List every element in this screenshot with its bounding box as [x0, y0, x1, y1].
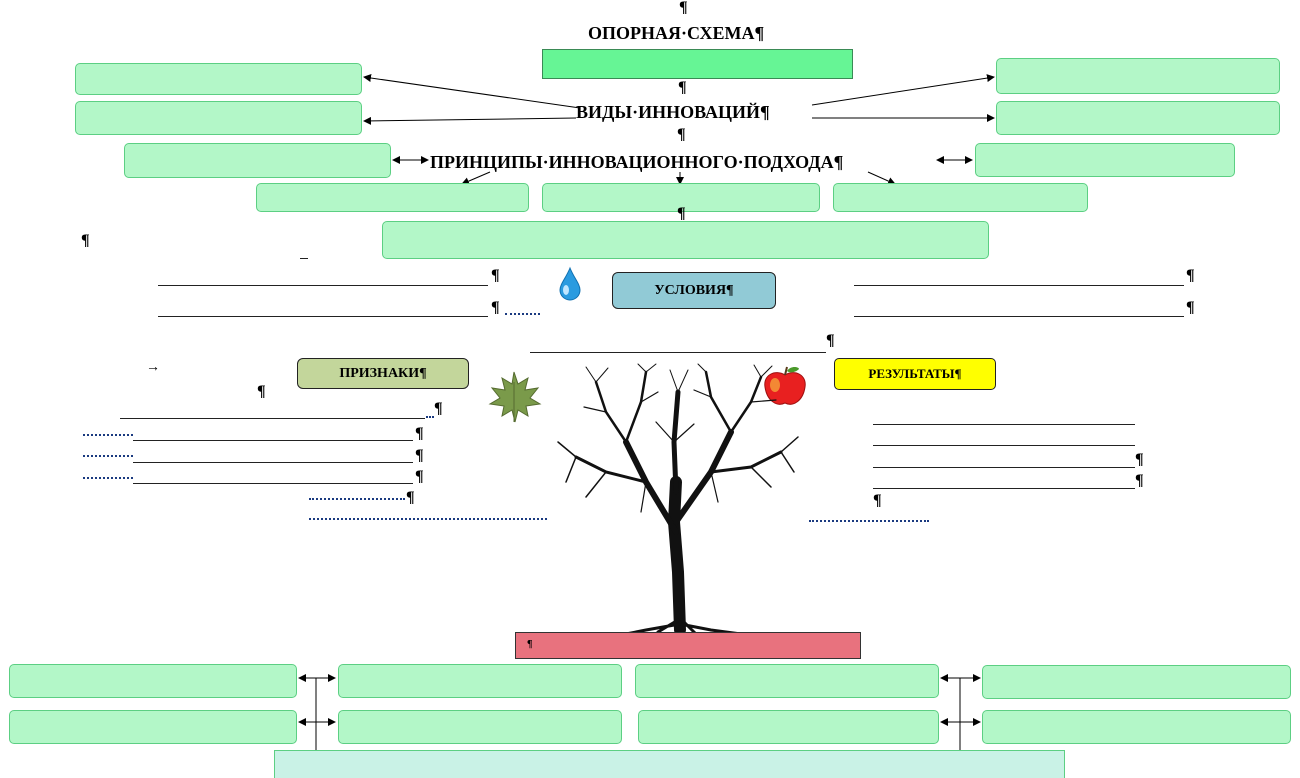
conditions-line-left-1 [158, 285, 488, 286]
bottom-box-right-1[interactable] [635, 664, 939, 698]
apple-icon [764, 366, 806, 405]
conditions-line-right-1 [854, 285, 1184, 286]
principle-box-left[interactable] [124, 143, 391, 178]
dotted-leader [426, 416, 434, 418]
pilcrow: ¶ [81, 232, 90, 249]
pilcrow: ¶ [826, 332, 835, 349]
scheme-title: ОПОРНАЯ·СХЕМА¶ [588, 23, 765, 43]
pilcrow: ¶ [406, 489, 415, 506]
bottom-box-left-1[interactable] [9, 664, 297, 698]
results-line-2 [873, 445, 1135, 446]
innovation-type-box-right-2[interactable] [996, 101, 1280, 135]
pilcrow: ¶ [491, 299, 500, 316]
pilcrow: ¶ [491, 267, 500, 284]
dotted-leader [309, 518, 547, 520]
principles-heading: ПРИНЦИПЫ·ИННОВАЦИОННОГО·ПОДХОДА¶ [430, 152, 844, 172]
tree-icon [557, 363, 799, 634]
dotted-leader [83, 455, 133, 457]
principle-box-wide[interactable] [382, 221, 989, 259]
bottom-wide-box[interactable] [274, 750, 1065, 778]
pilcrow: ¶ [415, 425, 424, 442]
dotted-leader [809, 520, 929, 522]
conditions-line-left-2 [158, 316, 488, 317]
maple-leaf-icon [488, 371, 542, 423]
bottom-box-right-3[interactable] [638, 710, 939, 744]
conditions-button[interactable]: УСЛОВИЯ¶ [612, 272, 776, 309]
results-button[interactable]: РЕЗУЛЬТАТЫ¶ [834, 358, 996, 390]
signs-line-1 [120, 418, 425, 419]
center-line [530, 352, 826, 353]
innovation-type-box-left-2[interactable] [75, 101, 362, 135]
pilcrow: ¶ [527, 639, 533, 650]
root-box[interactable] [515, 632, 861, 659]
tab-arrow-icon: → [146, 360, 160, 375]
principle-box-right[interactable] [975, 143, 1235, 177]
bottom-box-right-2[interactable] [982, 665, 1291, 699]
arrow-to-right-top [811, 74, 995, 106]
dotted-leader [505, 313, 540, 315]
bottom-box-left-3[interactable] [9, 710, 297, 744]
signs-line-2 [133, 440, 413, 441]
results-line-1 [873, 424, 1135, 425]
arrow-principles-down-left [461, 171, 491, 185]
types-heading: ВИДЫ·ИННОВАЦИЙ¶ [576, 102, 770, 122]
conditions-line-right-2 [854, 316, 1184, 317]
dotted-leader [83, 434, 133, 436]
pilcrow: ¶ [1135, 472, 1144, 489]
arrow-to-left-2 [363, 116, 577, 125]
pilcrow: ¶ [415, 447, 424, 464]
bottom-box-left-4[interactable] [338, 710, 622, 744]
pilcrow: ¶ [679, 0, 688, 16]
principle-box-bottom-2[interactable] [542, 183, 820, 212]
water-drop-icon [559, 266, 581, 301]
principle-box-bottom-3[interactable] [833, 183, 1088, 212]
innovation-type-box-right-1[interactable] [996, 58, 1280, 94]
signs-line-3 [133, 462, 413, 463]
pilcrow: ¶ [1186, 299, 1195, 316]
pilcrow: ¶ [677, 205, 686, 222]
arrow-to-left-top [363, 74, 581, 109]
pilcrow: ¶ [1135, 451, 1144, 468]
underline-mark [300, 258, 308, 259]
innovation-type-box-left-1[interactable] [75, 63, 362, 95]
pilcrow: ¶ [1186, 267, 1195, 284]
pilcrow: ¶ [257, 383, 266, 400]
title-box[interactable] [542, 49, 853, 79]
pilcrow: ¶ [873, 492, 882, 509]
bottom-box-left-2[interactable] [338, 664, 622, 698]
signs-button[interactable]: ПРИЗНАКИ¶ [297, 358, 469, 389]
pilcrow: ¶ [415, 468, 424, 485]
results-line-4 [873, 488, 1135, 489]
pilcrow: ¶ [678, 79, 687, 96]
pilcrow: ¶ [434, 400, 443, 417]
principle-box-bottom-1[interactable] [256, 183, 529, 212]
dotted-leader [83, 477, 133, 479]
dotted-leader [309, 498, 405, 500]
arrow-principles-down-right [867, 171, 896, 185]
results-line-3 [873, 467, 1135, 468]
pilcrow: ¶ [677, 126, 686, 143]
signs-line-4 [133, 483, 413, 484]
bottom-box-right-4[interactable] [982, 710, 1291, 744]
